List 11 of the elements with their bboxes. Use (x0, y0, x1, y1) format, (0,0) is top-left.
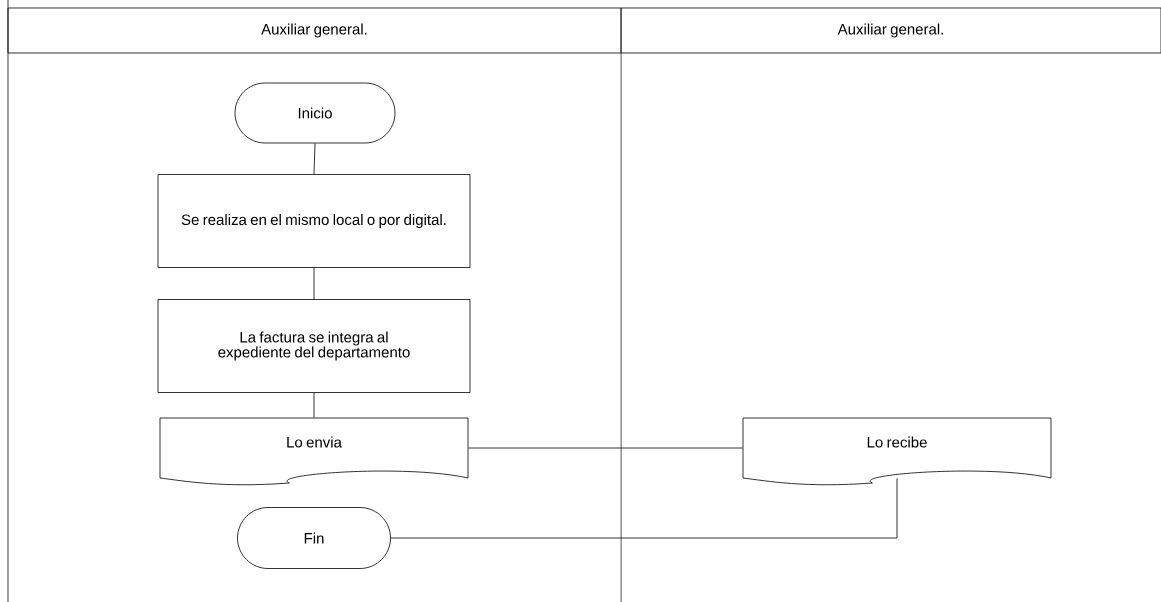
lane-header: Auxiliar general. (7, 7, 622, 54)
process-box: Se realiza en el mismo local o por digital. (157, 174, 471, 268)
process-box: La factura se integra al expediente del departamento (157, 299, 471, 393)
document-shape: Lo envia (159, 417, 469, 486)
connector-line (313, 267, 315, 300)
document-shape: Lo recibe (742, 417, 1052, 486)
connector-line (313, 392, 315, 418)
connector-line (390, 478, 898, 539)
connector-line (313, 143, 316, 175)
connector-line (468, 447, 743, 449)
lane-header: Auxiliar general. (620, 7, 1161, 54)
